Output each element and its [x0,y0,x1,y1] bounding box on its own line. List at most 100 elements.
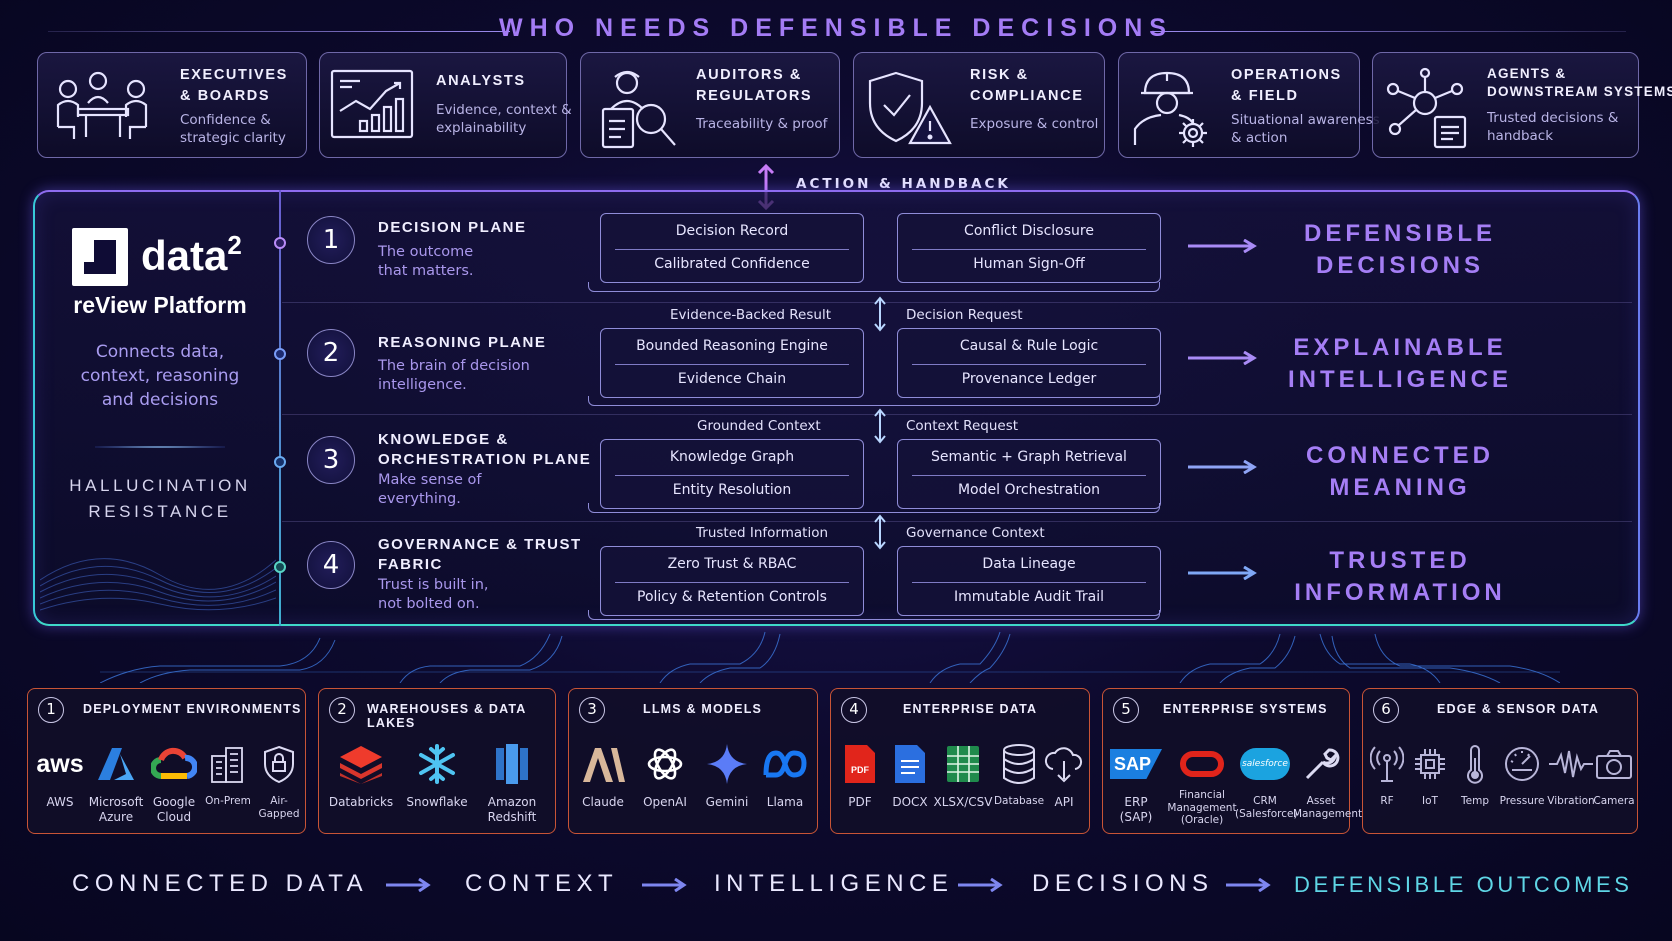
audience-title: OPERATIONS & FIELD [1231,67,1342,104]
source-item-label: Financial Management (Oracle) [1167,789,1237,826]
source-card-deployment: 1 DEPLOYMENT ENVIRONMENTS aws AWS Micros… [27,688,306,834]
audience-title: EXECUTIVES & BOARDS [180,67,288,104]
source-item: Gemini [697,741,757,810]
cloud-api-icon [1044,747,1083,783]
plane-bracket [588,503,1160,513]
pressure-gauge-icon [1505,747,1539,781]
azure-icon [98,748,134,780]
footer-step: INTELLIGENCE [714,870,954,897]
source-item-label: AWS [46,795,74,809]
plane-title: GOVERNANCE & TRUST FABRIC [378,536,582,573]
plane-node-1 [274,237,286,249]
plane-subtitle: The outcome that matters. [378,244,474,279]
component-item: Model Orchestration [957,482,1101,498]
database-icon [1003,744,1035,784]
component-item: Calibrated Confidence [654,256,810,272]
source-item: Amazon Redshift [475,741,549,825]
source-item: Microsoft Azure [86,741,146,825]
source-item: OpenAI [635,741,695,810]
source-item-label: Claude [582,795,624,809]
component-box: Bounded Reasoning Engine Evidence Chain [600,328,864,398]
pdf-file-icon: PDF [845,745,875,783]
source-item: API [1039,741,1089,810]
spreadsheet-icon [947,746,979,782]
header-rule-right [1152,31,1626,32]
source-item-label: OpenAI [643,795,687,809]
google-cloud-icon [151,747,197,779]
source-item: SAP ERP (SAP) [1107,741,1165,825]
source-number: 2 [329,697,355,723]
flow-arrow [874,408,886,444]
auditor-magnifier-icon [601,70,676,149]
source-item: DOCX [885,741,935,810]
component-box: Decision Record Calibrated Confidence [600,213,864,283]
component-item: Data Lineage [982,556,1076,572]
plane-outcome: TRUSTED INFORMATION [1294,547,1506,606]
component-box: Data Lineage Immutable Audit Trail [897,546,1161,616]
plane-separator [282,302,1632,303]
logo-superscript: 2 [227,230,242,260]
audience-title: ANALYSTS [436,73,526,89]
rf-antenna-icon [1370,746,1404,782]
outcome-arrow [1188,239,1257,253]
source-title: WAREHOUSES & DATA LAKES [367,702,527,730]
source-title: ENTERPRISE DATA [903,702,1038,716]
source-card-edge: 6 EDGE & SENSOR DATA RF IoT Temp Pressur… [1362,688,1638,834]
plane-number: 3 [307,436,355,484]
databricks-icon [340,746,382,784]
flow-down-label: Decision Request [906,307,1023,323]
iot-chip-icon [1415,749,1445,779]
flow-arrow [874,296,886,332]
audience-card-auditors: AUDITORS & REGULATORS Traceability & pro… [580,52,840,158]
boardroom-icon [56,71,148,139]
data2-logo-icon [72,228,128,286]
outcome-arrow [1188,566,1257,580]
component-item: Evidence Chain [677,371,787,387]
platform-name: reView Platform [73,292,247,318]
outcome-arrow [1188,351,1257,365]
source-title: DEPLOYMENT ENVIRONMENTS [83,702,302,716]
component-item: Causal & Rule Logic [959,338,1099,354]
component-item: Immutable Audit Trail [954,589,1104,605]
source-item-label: Temp [1461,795,1489,807]
plane-number: 4 [307,541,355,589]
header-rule-left [48,31,510,32]
source-number: 5 [1113,697,1139,723]
flow-down-label: Context Request [906,418,1019,434]
action-handback-label: ACTION & HANDBACK [796,176,1011,192]
pdf-icon-text: PDF [851,765,870,775]
source-item-label: RF [1380,795,1394,807]
component-box: Zero Trust & RBAC Policy & Retention Con… [600,546,864,616]
component-item: Semantic + Graph Retrieval [931,449,1127,465]
snowflake-icon [419,744,455,784]
source-item: PDF PDF [835,741,885,810]
audience-card-executives: EXECUTIVES & BOARDS Confidence & strateg… [37,52,307,158]
component-item: Entity Resolution [672,482,792,498]
source-item: On-Prem [203,741,253,808]
footer-step-highlight: DEFENSIBLE OUTCOMES [1294,872,1633,897]
audience-card-agents: AGENTS & DOWNSTREAM SYSTEMS Trusted deci… [1372,52,1672,158]
plane-node-3 [274,456,286,468]
source-card-llms: 3 LLMS & MODELS Claude OpenAI Gemini Lla… [568,688,818,834]
component-item: Conflict Disclosure [964,223,1094,239]
source-item: Claude [573,741,633,810]
component-item: Provenance Ledger [961,371,1097,387]
hallucination-resistance-badge: HALLUCINATION RESISTANCE [69,476,251,521]
source-item: Asset Management [1293,741,1362,820]
source-item-label: XLSX/CSV [933,795,993,809]
source-item-label: Google Cloud [152,795,196,824]
audience-subtitle: Situational awareness & action [1231,112,1380,146]
audience-subtitle: Trusted decisions & handback [1487,110,1619,144]
source-item: Databricks [325,741,397,810]
component-item: Zero Trust & RBAC [667,556,797,572]
source-item: salesforce CRM (Salesforce) [1235,741,1298,820]
audience-subtitle: Evidence, context & explainability [436,102,572,136]
plane-node-4 [274,561,286,573]
plane-title: KNOWLEDGE & ORCHESTRATION PLANE [378,431,592,468]
field-worker-gear-icon [1133,71,1207,147]
plane-outcome: CONNECTED MEANING [1305,442,1494,501]
source-title: LLMS & MODELS [643,702,763,716]
claude-icon [583,748,625,782]
source-item-label: ERP (SAP) [1119,795,1153,824]
source-item: Database [991,741,1047,808]
